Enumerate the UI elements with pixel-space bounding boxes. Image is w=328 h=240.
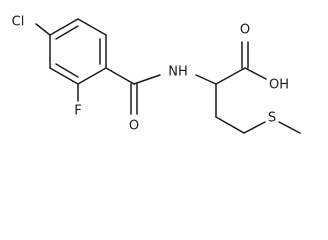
s-methyl-bond xyxy=(278,121,301,134)
amide-oxygen-label: O xyxy=(129,119,139,134)
chlorine-atom-label: Cl xyxy=(12,15,25,30)
fluorine-atom-label: F xyxy=(74,104,81,119)
chemical-structure: Cl F NH O O OH S xyxy=(12,15,301,134)
acid-oh-bond xyxy=(244,67,267,80)
nh-alpha-carbon-bond xyxy=(195,74,217,85)
ring-bond xyxy=(77,18,107,36)
chlorine-bond xyxy=(35,23,51,36)
benzene-ring xyxy=(49,18,107,85)
acid-hydroxyl-label: OH xyxy=(269,78,289,93)
ring-carbonyl-bond xyxy=(105,67,135,85)
carbonyl-nh-bond xyxy=(133,74,161,85)
amide-nh-label: NH xyxy=(168,65,188,80)
ring-double-bond xyxy=(55,25,79,40)
ring-double-bond xyxy=(55,63,79,78)
ring-bond xyxy=(49,18,79,36)
side-chain-bond xyxy=(215,116,245,134)
alpha-carboxyl-bond xyxy=(215,67,246,85)
sulfur-atom-label: S xyxy=(268,111,276,126)
ring-bond xyxy=(49,67,79,85)
side-chain-s-bond xyxy=(243,121,266,134)
acid-oxygen-label: O xyxy=(240,23,250,38)
ring-bond xyxy=(77,67,107,85)
